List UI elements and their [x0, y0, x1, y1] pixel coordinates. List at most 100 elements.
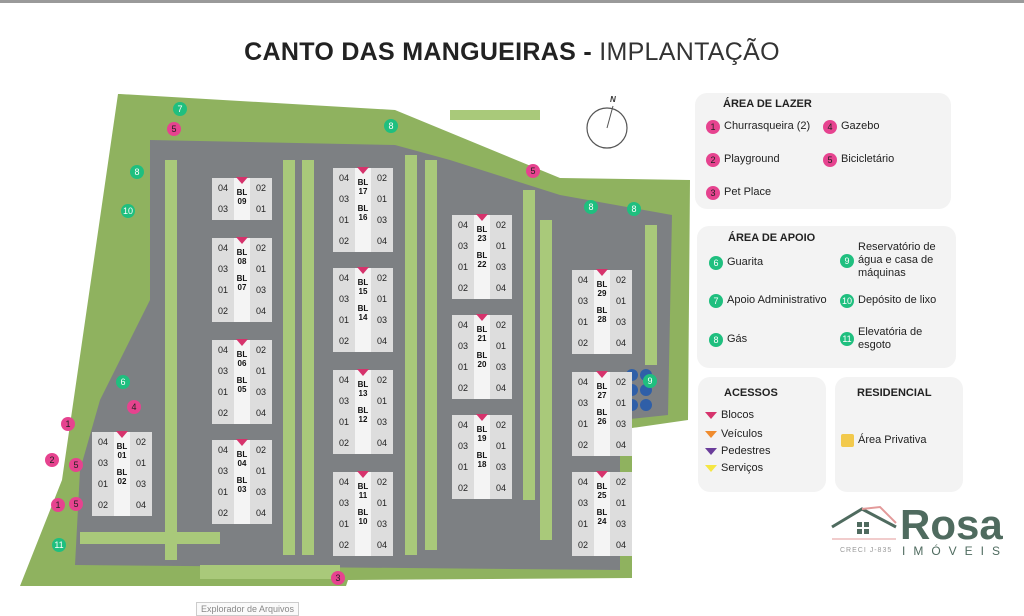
compass-north-label: N — [610, 95, 616, 104]
unit-label: 02 — [255, 243, 266, 253]
text-label: Apoio Administrativo — [727, 294, 827, 306]
unit-label: 02 — [495, 420, 506, 430]
unit-label: 02 — [495, 320, 506, 330]
unit-label: 04 — [577, 477, 588, 487]
unit-label: 02 — [338, 540, 349, 550]
text-label: Veículos — [721, 428, 763, 440]
text-label: Área Privativa — [858, 434, 927, 446]
parking-strips — [80, 110, 657, 579]
text-label: 9 — [840, 254, 854, 268]
text-label: 7 — [709, 294, 723, 308]
unit-label: 03 — [255, 487, 266, 497]
parking-strip — [80, 532, 220, 544]
block-access-icon — [596, 471, 608, 478]
unit-label: 02 — [457, 383, 468, 393]
block-access-icon — [596, 371, 608, 378]
unit-label: 02 — [615, 275, 626, 285]
map-marker-4: 4 — [127, 400, 141, 414]
unit-label: 01 — [376, 396, 387, 406]
unit-label: 01 — [376, 294, 387, 304]
unit-label: 03 — [495, 362, 506, 372]
triangle-icon — [705, 465, 717, 472]
unit-label: 04 — [615, 540, 626, 550]
unit-label: 04 — [376, 336, 387, 346]
block-access-icon — [357, 471, 369, 478]
unit-label: 04 — [495, 483, 506, 493]
unit-label: 04 — [615, 440, 626, 450]
text-label: 3 — [706, 186, 720, 200]
text-label: 1 — [706, 120, 720, 134]
unit-label: 03 — [495, 262, 506, 272]
unit-label: 04 — [495, 383, 506, 393]
map-marker-6: 6 — [116, 375, 130, 389]
parking-strip — [200, 565, 340, 579]
block-access-icon — [236, 439, 248, 446]
unit-label: 04 — [97, 437, 108, 447]
unit-label: 01 — [376, 498, 387, 508]
unit-label: 04 — [217, 243, 228, 253]
parking-strip — [302, 160, 314, 555]
unit-label: 03 — [376, 315, 387, 325]
unit-label: 04 — [338, 477, 349, 487]
text-label: Guarita — [727, 256, 764, 268]
unit-label: 02 — [376, 477, 387, 487]
map-marker-1: 1 — [61, 417, 75, 431]
map-marker-10: 10 — [121, 204, 135, 218]
unit-label: 03 — [376, 417, 387, 427]
block-access-icon — [357, 369, 369, 376]
unit-label: 02 — [217, 306, 228, 316]
unit-label: 04 — [376, 236, 387, 246]
unit-label: 01 — [338, 417, 349, 427]
unit-label: 01 — [615, 296, 626, 306]
unit-label: 02 — [338, 438, 349, 448]
unit-label: 01 — [255, 366, 266, 376]
legend-item: Serviços — [705, 462, 763, 475]
unit-label: 01 — [338, 519, 349, 529]
legend-item: Blocos — [705, 409, 754, 422]
legend-item: 7 Apoio Administrativo — [709, 294, 827, 308]
map-marker-11: 11 — [52, 538, 66, 552]
text-label: Reservatório de água e casa de máquinas — [858, 241, 936, 279]
map-marker-8: 8 — [627, 202, 641, 216]
map-marker-2: 2 — [45, 453, 59, 467]
text-label: 6 — [709, 256, 723, 270]
block-access-icon — [476, 314, 488, 321]
unit-label: 04 — [338, 173, 349, 183]
legend-item: Área Privativa — [841, 434, 926, 447]
unit-label: 04 — [457, 320, 468, 330]
map-marker-8: 8 — [584, 200, 598, 214]
unit-label: 02 — [577, 338, 588, 348]
parking-strip — [425, 160, 437, 550]
unit-label: 04 — [338, 375, 349, 385]
unit-label: 03 — [615, 519, 626, 529]
unit-label: 01 — [338, 215, 349, 225]
map-marker-5: 5 — [526, 164, 540, 178]
parking-strip — [645, 225, 657, 365]
legend-item: 9 Reservatório de água e casa de máquinas — [840, 241, 952, 280]
file-explorer-tooltip: Explorador de Arquivos — [196, 602, 300, 616]
private-area-swatch — [841, 434, 854, 447]
house-icon — [831, 505, 897, 540]
text-label: Gazebo — [841, 120, 880, 132]
unit-label: 04 — [577, 377, 588, 387]
unit-label: 03 — [615, 419, 626, 429]
unit-label: 03 — [97, 458, 108, 468]
block-access-icon — [236, 177, 248, 184]
unit-label: 03 — [615, 317, 626, 327]
unit-label: 03 — [457, 241, 468, 251]
